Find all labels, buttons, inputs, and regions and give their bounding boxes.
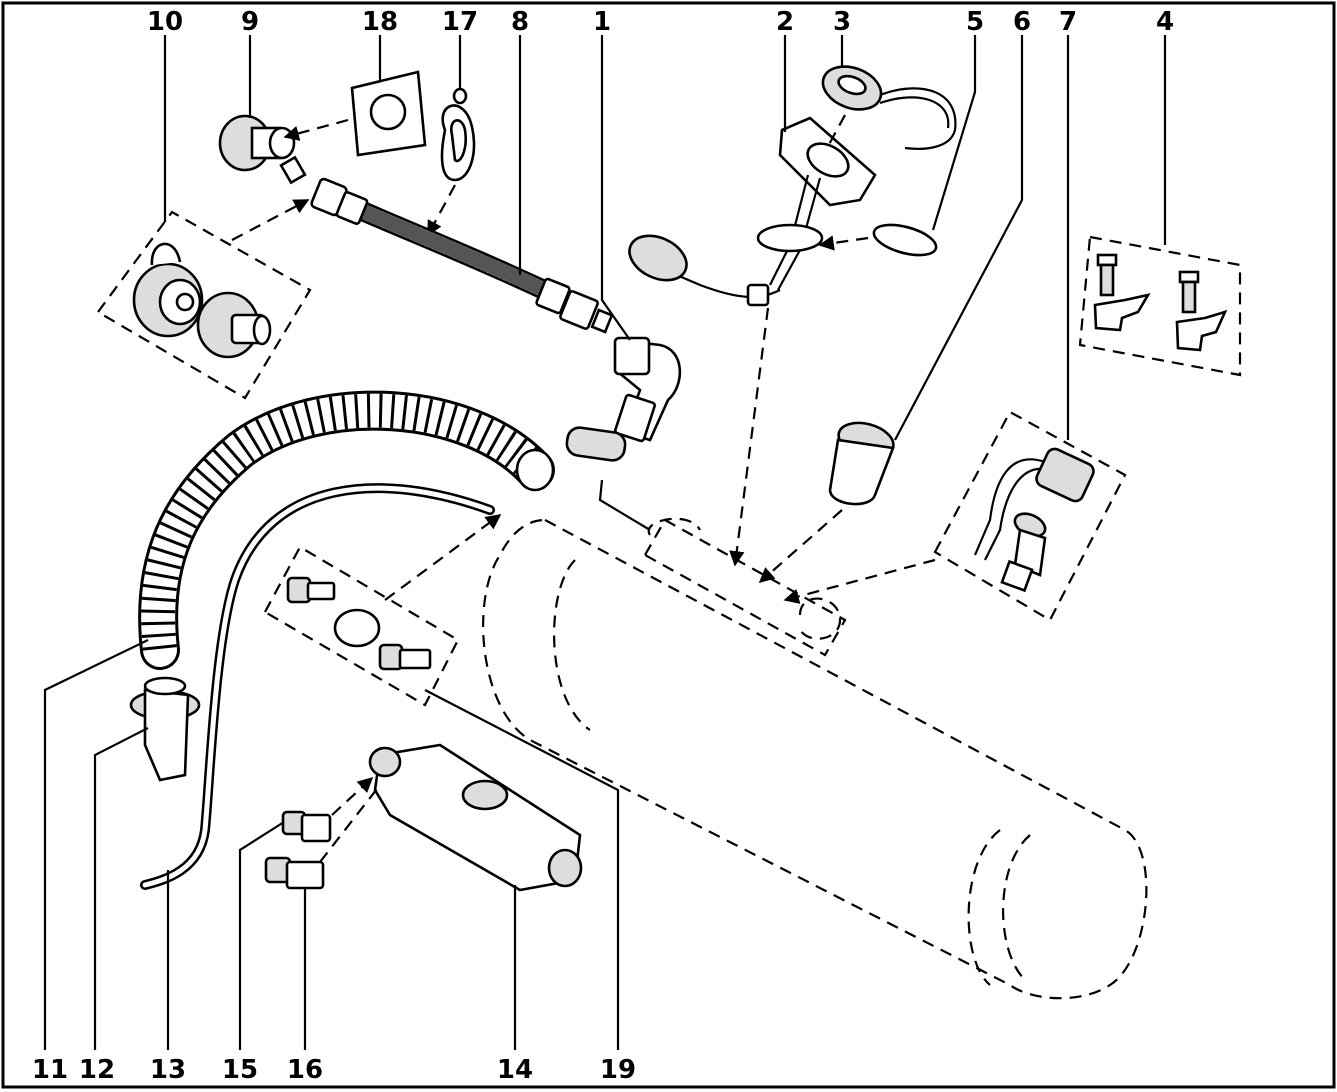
callout-labels: 10 9 18 17 8 1 2 3 5 6 7 4 11 12 13 15 1… xyxy=(32,7,1174,1085)
callout-1: 1 xyxy=(593,7,611,37)
callout-19: 19 xyxy=(600,1055,636,1085)
leader-lines xyxy=(43,35,1167,1050)
callout-10: 10 xyxy=(147,7,183,37)
callout-6: 6 xyxy=(1013,7,1031,37)
part-6-filler-neck xyxy=(758,421,895,584)
part-11-corrugated-hose xyxy=(138,390,555,670)
callout-3: 3 xyxy=(833,7,851,37)
part-15-adapter xyxy=(281,776,374,843)
callout-15: 15 xyxy=(222,1055,258,1085)
callout-16: 16 xyxy=(287,1055,323,1085)
part-9-fitting xyxy=(218,114,307,185)
callout-8: 8 xyxy=(511,7,529,37)
callout-12: 12 xyxy=(79,1055,115,1085)
part-10-cap-group xyxy=(96,210,312,400)
callout-18: 18 xyxy=(362,7,398,37)
callout-7: 7 xyxy=(1059,7,1077,37)
part-19-connector-group xyxy=(263,514,502,707)
part-7-sensor-group xyxy=(783,410,1127,622)
part-8-fuel-hose xyxy=(231,177,614,334)
part-4-bolt-group xyxy=(1078,235,1242,377)
part-12-nozzle xyxy=(129,676,201,782)
part-5-o-ring xyxy=(818,223,938,257)
part-1-elbow xyxy=(565,336,682,462)
part-17-clip xyxy=(427,87,476,237)
part-2-sender-unit xyxy=(628,116,877,567)
callout-11: 11 xyxy=(32,1055,68,1085)
callout-4: 4 xyxy=(1156,7,1174,37)
part-16-adapter xyxy=(264,784,381,890)
fuel-tank-outline xyxy=(482,517,1148,1000)
part-13-breather-tube xyxy=(140,483,495,890)
callout-14: 14 xyxy=(497,1055,533,1085)
part-14-filter xyxy=(368,743,583,892)
callout-2: 2 xyxy=(776,7,794,37)
part-18-gasket xyxy=(283,70,427,157)
callout-13: 13 xyxy=(150,1055,186,1085)
callout-5: 5 xyxy=(966,7,984,37)
callout-17: 17 xyxy=(442,7,478,37)
part-3-grommet xyxy=(821,65,957,151)
callout-9: 9 xyxy=(241,7,259,37)
